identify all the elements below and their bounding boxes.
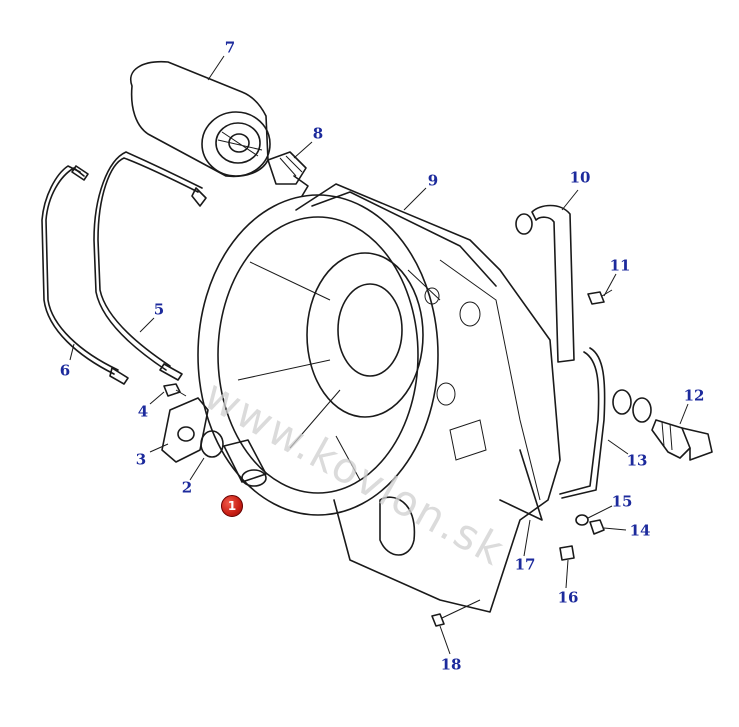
pipe-6[interactable]: [41, 165, 129, 385]
callout-13[interactable]: 13: [626, 451, 648, 470]
callout-5[interactable]: 5: [153, 300, 165, 319]
pipe-13[interactable]: [499, 347, 606, 521]
part-1-highlight-marker[interactable]: 1: [221, 495, 243, 517]
leader-lines: [69, 55, 689, 655]
callout-17[interactable]: 17: [514, 555, 536, 574]
pipe-5[interactable]: [93, 151, 207, 381]
pressure-sensor[interactable]: [267, 151, 309, 197]
washer-15[interactable]: [575, 514, 589, 526]
bolt-4[interactable]: [163, 383, 187, 397]
tube-10[interactable]: [515, 204, 575, 363]
callout-6[interactable]: 6: [59, 361, 71, 380]
cap-16[interactable]: [559, 545, 575, 561]
callout-3[interactable]: 3: [135, 450, 147, 469]
nut-14[interactable]: [589, 519, 605, 535]
callout-10[interactable]: 10: [569, 168, 591, 187]
callout-16[interactable]: 16: [557, 588, 579, 607]
callout-11[interactable]: 11: [609, 256, 631, 275]
callout-2[interactable]: 2: [181, 478, 193, 497]
callout-4[interactable]: 4: [137, 402, 149, 421]
callout-15[interactable]: 15: [611, 492, 633, 511]
callout-7[interactable]: 7: [224, 38, 236, 57]
o-rings-12[interactable]: [612, 389, 652, 423]
callout-14[interactable]: 14: [629, 521, 651, 540]
bolt-18[interactable]: [431, 599, 481, 627]
oil-filter[interactable]: [129, 61, 271, 178]
callout-18[interactable]: 18: [440, 655, 462, 674]
callout-9[interactable]: 9: [427, 171, 439, 190]
callout-12[interactable]: 12: [683, 386, 705, 405]
bolt-11[interactable]: [587, 289, 613, 305]
plug-12[interactable]: [651, 419, 713, 461]
cover-plate[interactable]: [161, 397, 209, 463]
o-ring-2[interactable]: [200, 430, 224, 458]
callout-8[interactable]: 8: [312, 124, 324, 143]
transmission-housing[interactable]: [197, 183, 561, 613]
